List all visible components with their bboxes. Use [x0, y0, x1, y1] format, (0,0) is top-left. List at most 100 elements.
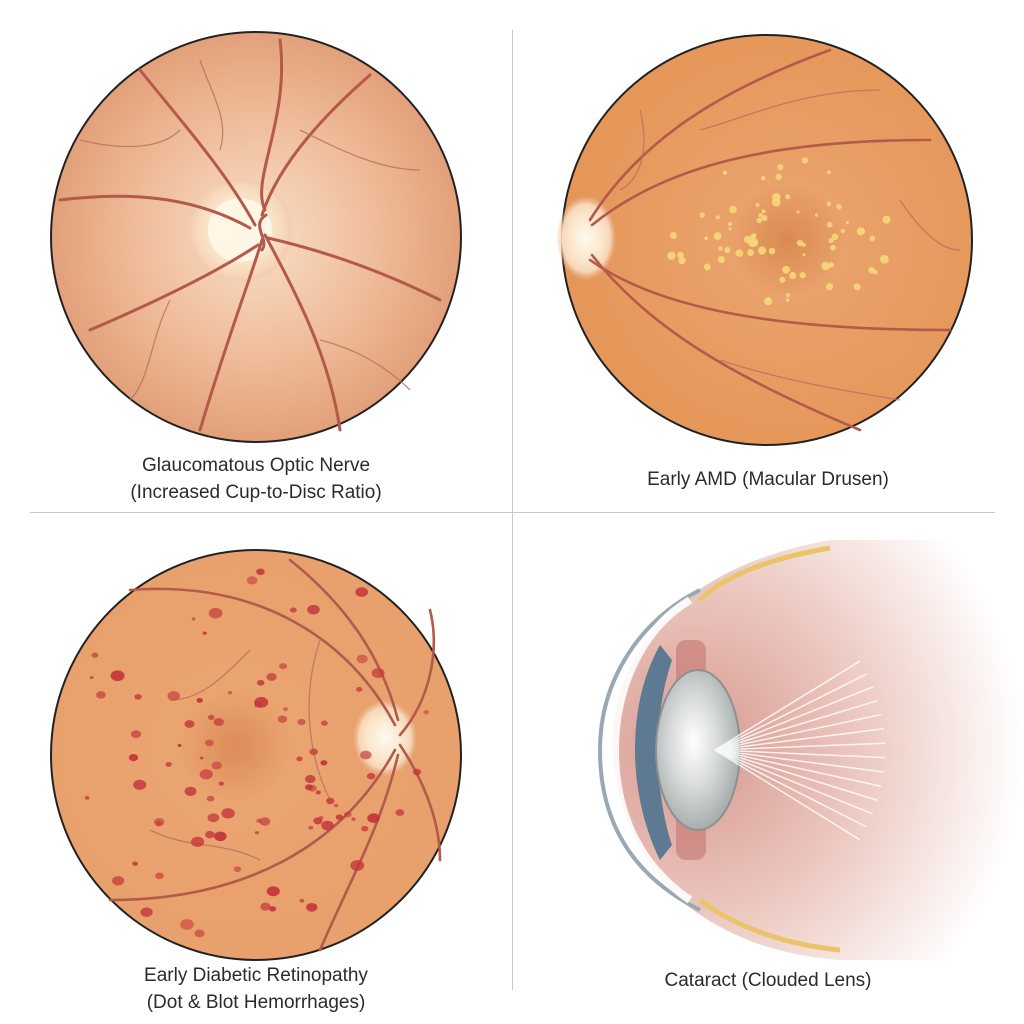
drusen-dot [760, 175, 766, 181]
drusen-dot [747, 249, 755, 257]
light-ray [714, 749, 878, 801]
caption-line: Glaucomatous Optic Nerve [141, 455, 371, 476]
drusen-dot [756, 217, 762, 224]
drusen-dot [828, 237, 834, 244]
drusen-dot [677, 251, 684, 259]
drusen-dot [853, 283, 861, 291]
light-ray [714, 749, 873, 815]
caption-line: Early Diabetic Retinopathy [144, 965, 368, 986]
hemorrhage-dot [290, 607, 297, 613]
drusen-dot [749, 237, 759, 247]
drusen-dot [722, 170, 728, 175]
hemorrhage-dot [282, 707, 289, 712]
drusen-dot [728, 227, 732, 231]
drusen-dot [801, 242, 806, 247]
hemorrhage-dot [91, 652, 99, 658]
vertical-divider [512, 30, 513, 990]
hemorrhage-dot [112, 876, 125, 886]
hemorrhage-dot [299, 898, 305, 903]
hemorrhage-dot [320, 760, 328, 766]
hemorrhage-dot [130, 730, 142, 739]
horizontal-divider [30, 512, 995, 513]
drusen-dot [879, 254, 889, 264]
drusen-dot [669, 232, 677, 240]
drusen-dot [826, 201, 832, 207]
hemorrhage-dot [191, 617, 196, 621]
caption-line: (Dot & Blot Hemorrhages) [146, 992, 366, 1013]
drusen-dot [717, 255, 725, 264]
hemorrhage-dot [207, 714, 215, 720]
drusen-dot [779, 276, 786, 283]
hemorrhage-dot [356, 686, 363, 692]
hemorrhage-dot [313, 817, 323, 825]
drusen-dot [755, 203, 760, 208]
hemorrhage-dot [304, 784, 313, 791]
drusen-dot [828, 262, 834, 268]
hemorrhage-dot [89, 675, 94, 680]
drusen-dot [882, 215, 891, 224]
diabetic-fundus [50, 549, 462, 961]
drusen-dot [785, 194, 791, 200]
drusen-dot [703, 263, 711, 271]
light-ray [714, 728, 884, 751]
drusen-dot [814, 213, 819, 217]
hemorrhage-dot [256, 679, 265, 686]
hemorrhage-dot [191, 836, 205, 847]
hemorrhage-dot [194, 929, 205, 938]
hemorrhage-dot [208, 607, 223, 619]
hemorrhage-dot [184, 720, 195, 728]
drusen-dot [831, 233, 839, 240]
drusen-dot [735, 249, 744, 258]
drusen-dot [718, 246, 723, 251]
light-rays [714, 660, 885, 841]
hemorrhage-dot [256, 568, 265, 576]
drusen-dot [785, 298, 790, 302]
hemorrhage-dot [84, 795, 90, 800]
hemorrhage-dot [128, 753, 139, 762]
hemorrhage-dot [367, 813, 380, 823]
hemorrhage-dot [307, 604, 320, 615]
light-ray [714, 749, 884, 773]
hemorrhage-dot [204, 830, 215, 839]
hemorrhage-dot [308, 825, 314, 830]
hemorrhage-dot [184, 786, 197, 796]
hemorrhage-dot [343, 811, 352, 818]
hemorrhage-dot [309, 748, 319, 756]
hemorrhage-dot [297, 718, 306, 726]
hemorrhage-dot [361, 825, 369, 832]
drusen-dot [758, 213, 763, 218]
hemorrhage-spots [84, 568, 430, 938]
hemorrhage-dot [256, 818, 262, 823]
drusen-dot [750, 233, 756, 239]
light-ray [714, 749, 867, 828]
hemorrhage-dot [155, 872, 164, 880]
hemorrhage-dot [134, 693, 142, 700]
hemorrhage-dot [132, 861, 138, 866]
glaucoma-fundus [50, 31, 462, 443]
hemorrhage-dot [202, 631, 207, 635]
hemorrhage-dot [133, 779, 147, 790]
hemorrhage-dot [167, 691, 181, 701]
drusen-dot [873, 269, 878, 275]
hemorrhage-dot [321, 820, 334, 831]
hemorrhage-dot [199, 756, 204, 760]
light-ray [714, 749, 882, 788]
hemorrhage-dot [326, 797, 335, 805]
drusen-dot [724, 246, 731, 254]
drusen-dot [802, 253, 806, 257]
drusen-dot [826, 170, 831, 175]
light-ray [714, 749, 860, 841]
drusen-dot [768, 247, 776, 255]
hemorrhage-dot [218, 781, 224, 786]
drusen-dot [830, 244, 836, 251]
light-ray [714, 673, 868, 751]
hemorrhage-dot [259, 817, 271, 826]
hemorrhage-dot [207, 813, 220, 823]
caption-amd: Early AMD (Macular Drusen) [528, 466, 1008, 493]
drusen-dot [826, 283, 834, 291]
drusen-dot [713, 232, 722, 241]
hemorrhage-dot [199, 769, 213, 780]
drusen-dot [861, 229, 866, 234]
drusen-dot [799, 272, 806, 279]
